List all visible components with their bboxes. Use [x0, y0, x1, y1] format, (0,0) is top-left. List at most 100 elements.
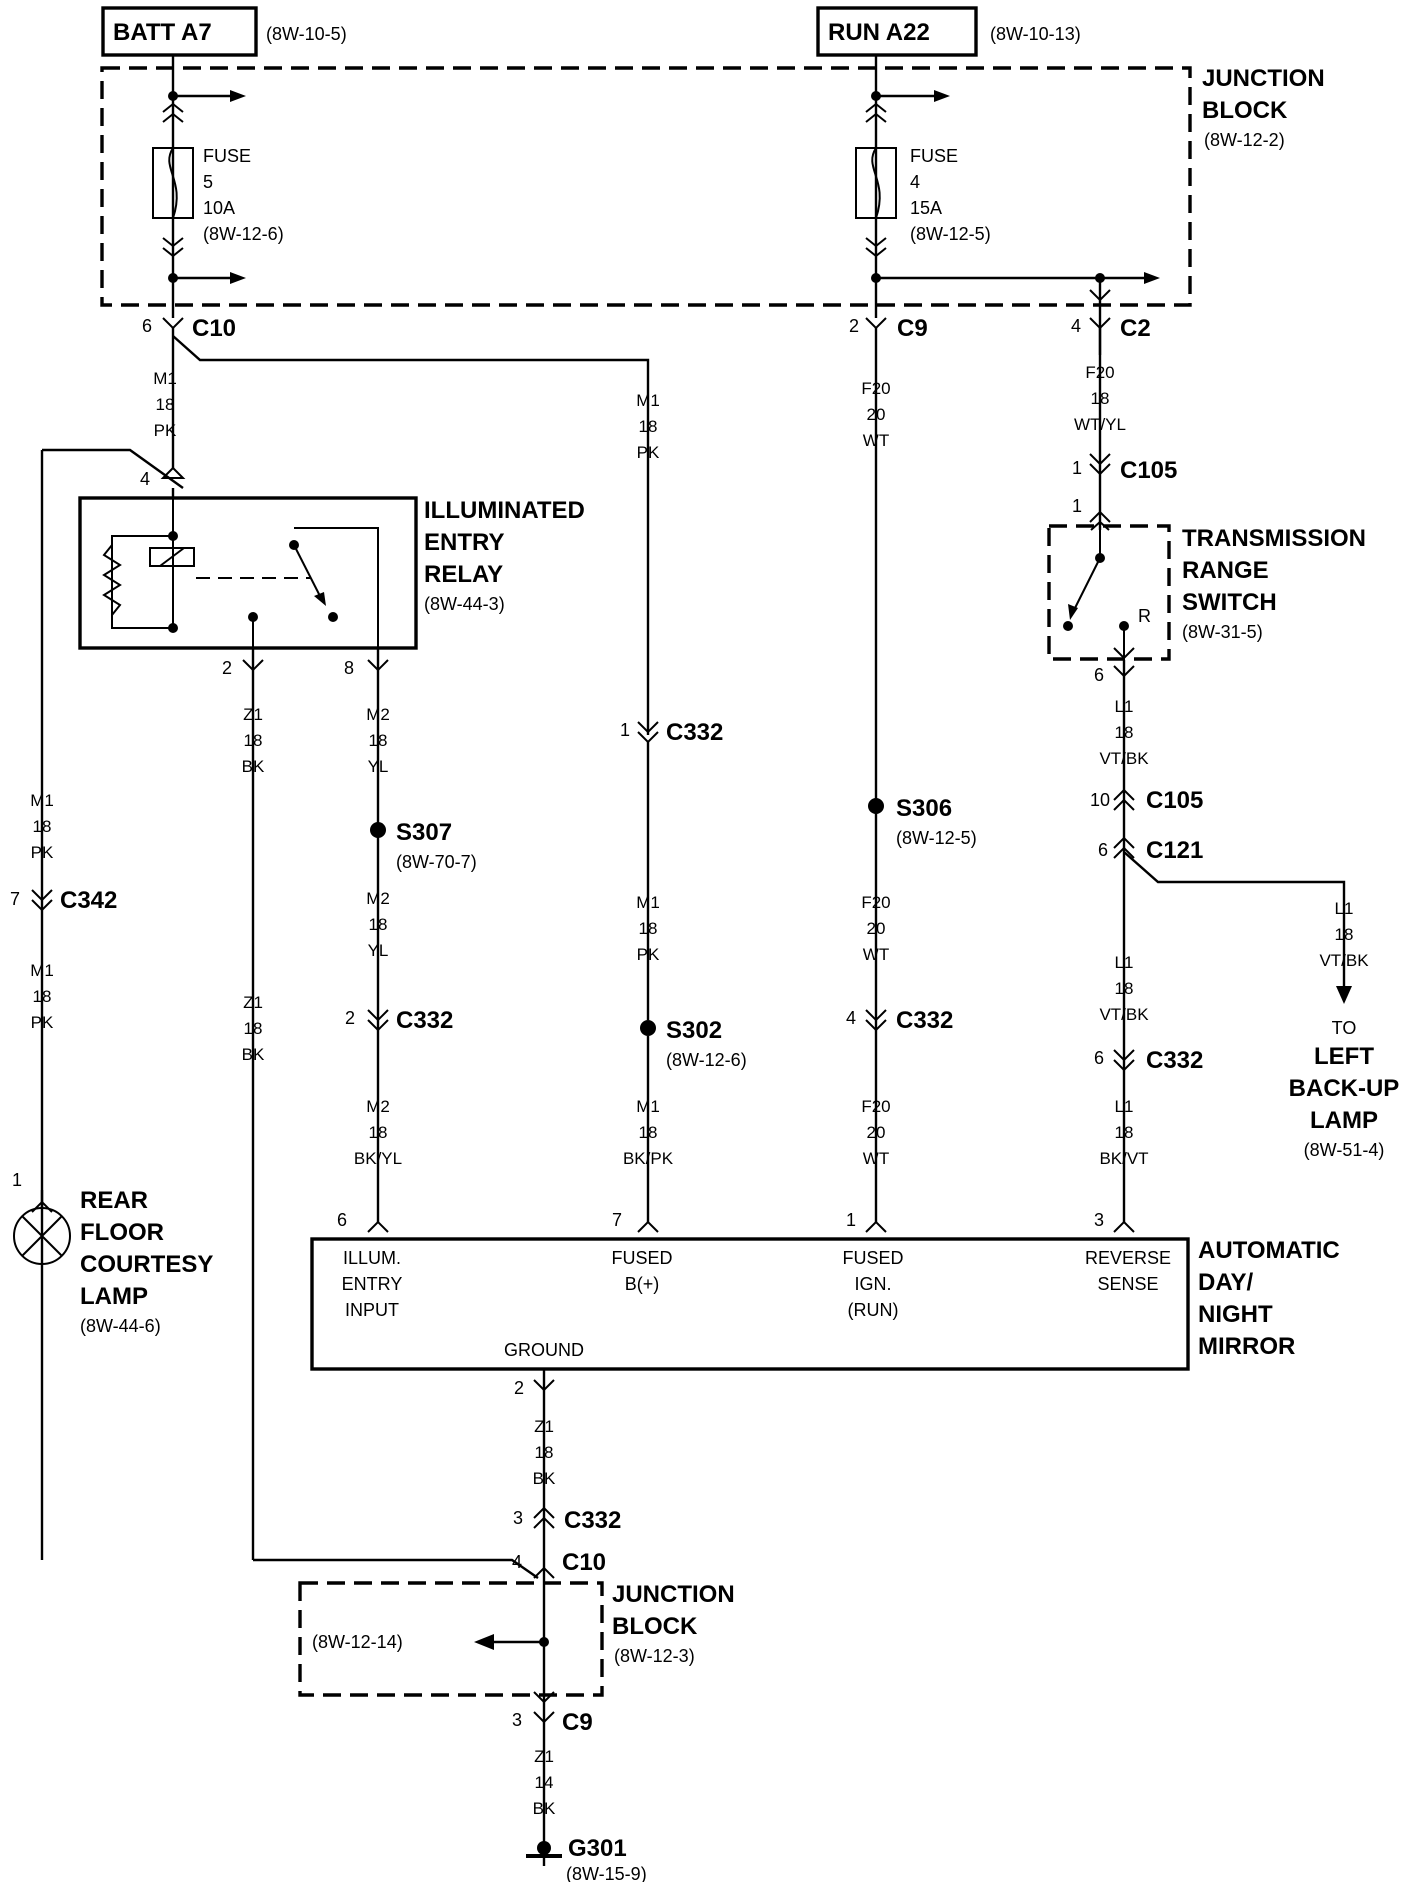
- m1-low-color: PK: [637, 945, 660, 964]
- s306-name: S306: [896, 795, 952, 822]
- mirror-title-3: NIGHT: [1198, 1301, 1273, 1328]
- g301-name: G301: [568, 1835, 627, 1862]
- switch-title-1: TRANSMISSION: [1182, 525, 1366, 552]
- transmission-range-switch-outline: [1047, 524, 1171, 661]
- switch-position-r: R: [1138, 606, 1151, 626]
- connector-c332-f20-icon: [865, 1009, 887, 1022]
- f20-sw-color: WT/YL: [1074, 415, 1126, 434]
- z1-a-color: BK: [242, 757, 265, 776]
- s307-ref: (8W-70-7): [396, 852, 477, 872]
- fuse-4-number: 4: [910, 172, 920, 192]
- c332-m2-pin: 2: [345, 1008, 355, 1028]
- relay-pin-in: 4: [140, 469, 150, 489]
- switch-pin-out: 6: [1094, 665, 1104, 685]
- connector-c9-top-icon: [865, 317, 887, 330]
- mirror-title-4: MIRROR: [1198, 1333, 1295, 1360]
- z1-gnd-color: BK: [533, 1469, 556, 1488]
- fuse-5-number: 5: [203, 172, 213, 192]
- junction-block-top-ref: (8W-12-2): [1204, 130, 1285, 150]
- f20-b-color: WT: [863, 945, 889, 964]
- mirror-pin-reverse: 3: [1094, 1210, 1104, 1230]
- connector-c10-bot-icon: [533, 1566, 555, 1579]
- fuse-4-word: FUSE: [910, 146, 958, 166]
- g301-ref: (8W-15-9): [566, 1864, 647, 1882]
- c342-pin: 7: [10, 889, 20, 909]
- connector-icon: [865, 102, 887, 113]
- junction-block-bottom-ref: (8W-12-3): [614, 1646, 695, 1666]
- m2-b-gauge: 18: [369, 915, 388, 934]
- l1-b-color: VT/BK: [1099, 1005, 1149, 1024]
- l1-b-gauge: 18: [1115, 979, 1134, 998]
- connector-icon: [162, 237, 184, 248]
- m1-left-a-color: PK: [31, 843, 54, 862]
- connector-icon: [865, 237, 887, 248]
- junction-block-bottom-title-1: JUNCTION: [612, 1581, 735, 1608]
- switch-contact-icon: [1063, 621, 1073, 631]
- c332-l1-pin: 6: [1094, 1048, 1104, 1068]
- c10-bot-pin: 4: [512, 1552, 522, 1572]
- f20-sw-circuit: F20: [1085, 363, 1114, 382]
- c332-l1-name: C332: [1146, 1047, 1203, 1074]
- run-a22-ref: (8W-10-13): [990, 24, 1081, 44]
- c105-b-pin: 10: [1090, 790, 1110, 810]
- f20-b-gauge: 20: [867, 919, 886, 938]
- m1-left-b-gauge: 18: [33, 987, 52, 1006]
- mirror-reverse-l1: REVERSE: [1085, 1248, 1171, 1268]
- s302-name: S302: [666, 1017, 722, 1044]
- l1-a-color: VT/BK: [1099, 749, 1149, 768]
- connector-c332-l1-icon: [1113, 1049, 1135, 1062]
- fuse-5-rating: 10A: [203, 198, 235, 218]
- connector-c105-b-icon: [1113, 788, 1135, 801]
- switch-title-2: RANGE: [1182, 557, 1269, 584]
- f20-c-circuit: F20: [861, 1097, 890, 1116]
- m1-top-circuit: M1: [153, 369, 177, 388]
- connector-c342-icon: [31, 889, 53, 902]
- connector-icon: [242, 659, 264, 672]
- relay-pin-gnd: 2: [222, 658, 232, 678]
- f20-c-color: WT: [863, 1149, 889, 1168]
- relay-title-3: RELAY: [424, 561, 503, 588]
- c9-top-name: C9: [897, 315, 928, 342]
- c121-pin: 6: [1098, 840, 1108, 860]
- lamp-title-4: LAMP: [80, 1283, 148, 1310]
- m1-mid-color: PK: [637, 443, 660, 462]
- l1-back-color: VT/BK: [1319, 951, 1369, 970]
- m1-low-circuit: M1: [636, 893, 660, 912]
- f20-b-circuit: F20: [861, 893, 890, 912]
- c2-pin: 4: [1071, 316, 1081, 336]
- l1-a-gauge: 18: [1115, 723, 1134, 742]
- c332-m2-name: C332: [396, 1007, 453, 1034]
- z1-a-circuit: Z1: [243, 705, 263, 724]
- arrow-right-icon: [934, 90, 950, 102]
- c105-a-name: C105: [1120, 457, 1177, 484]
- f20-c-gauge: 20: [867, 1123, 886, 1142]
- connector-c332-z1-icon: [533, 1506, 555, 1519]
- connector-c105-a-icon: [1089, 453, 1111, 466]
- auto-day-night-mirror-box: [310, 1237, 1190, 1371]
- m1-left-b-circuit: M1: [30, 961, 54, 980]
- backup-title-1: LEFT: [1314, 1043, 1374, 1070]
- splice-s307: [370, 822, 386, 838]
- z1-a-gauge: 18: [244, 731, 263, 750]
- c332-m1-pin: 1: [620, 720, 630, 740]
- l1-back-circuit: L1: [1335, 899, 1354, 918]
- connector-c9-bot-icon: [533, 1711, 555, 1724]
- s306-ref: (8W-12-5): [896, 828, 977, 848]
- z1-b-color: BK: [242, 1045, 265, 1064]
- l1-c-gauge: 18: [1115, 1123, 1134, 1142]
- m2-c-circuit: M2: [366, 1097, 390, 1116]
- backup-ref: (8W-51-4): [1304, 1140, 1385, 1160]
- c105-b-name: C105: [1146, 787, 1203, 814]
- m1-left-a-gauge: 18: [33, 817, 52, 836]
- fuse-5-ref: (8W-12-6): [203, 224, 284, 244]
- lamp-ref: (8W-44-6): [80, 1316, 161, 1336]
- mirror-pin-ground: 2: [514, 1378, 524, 1398]
- connector-icon: [533, 1379, 555, 1392]
- junction-block-top-title-2: BLOCK: [1202, 97, 1288, 124]
- z1-gnd-circuit: Z1: [534, 1417, 554, 1436]
- z1-b-circuit: Z1: [243, 993, 263, 1012]
- relay-ref: (8W-44-3): [424, 594, 505, 614]
- c332-m1-name: C332: [666, 719, 723, 746]
- mirror-fused-ign-l1: FUSED: [842, 1248, 903, 1268]
